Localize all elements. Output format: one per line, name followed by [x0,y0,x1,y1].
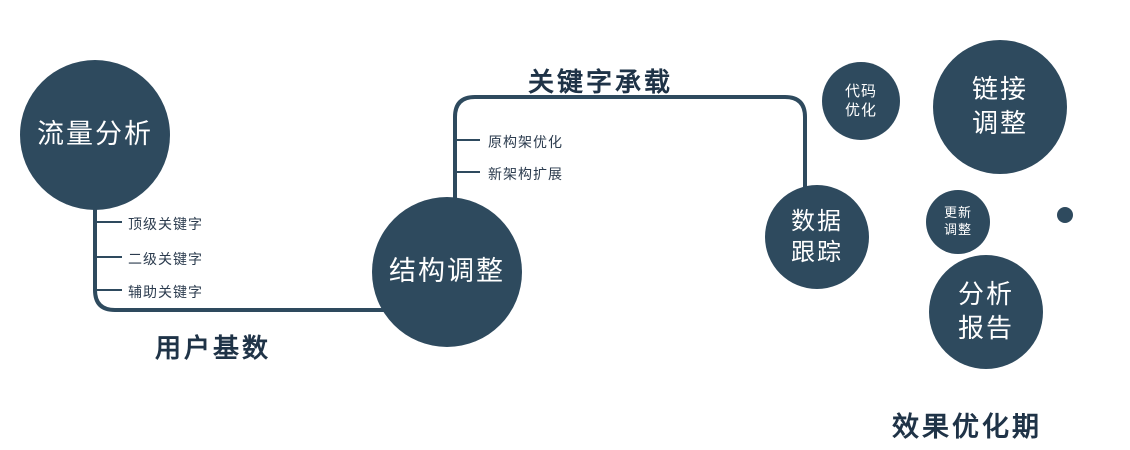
edge-label-user-base: 用户基数 [155,333,272,363]
node-code-optimize-line2: 优化 [844,102,877,119]
node-link-adjust: 链接 调整 [933,40,1067,174]
node-analysis-report-line2: 报告 [957,313,1014,343]
small-dot-marker [1057,207,1073,223]
node-link-adjust-line2: 调整 [971,108,1028,138]
node-update-adjust: 更新 调整 [926,190,990,254]
node-data-tracking: 数据 跟踪 [765,185,869,289]
branch-label-auxiliary-keywords: 辅助关键字 [128,284,203,300]
node-code-optimize: 代码 优化 [822,62,900,140]
node-link-adjust-line1: 链接 [971,74,1028,105]
node-structure-adjust-label: 结构调整 [389,256,505,287]
node-update-adjust-line2: 调整 [943,222,972,237]
branch-ticks-mid [455,139,480,173]
edge-traffic-to-structure [93,195,400,312]
branch-label-new-arch: 新架构扩展 [488,166,563,182]
node-structure-adjust: 结构调整 [372,197,522,347]
branch-label-top-keywords: 顶级关键字 [128,216,203,232]
edge-label-keyword-carry: 关键字承载 [528,67,674,97]
branch-label-original-arch: 原构架优化 [488,134,563,150]
node-analysis-report: 分析 报告 [929,255,1043,369]
node-data-tracking-line2: 跟踪 [791,239,843,266]
footer-caption: 效果优化期 [892,412,1042,442]
branch-label-secondary-keywords: 二级关键字 [128,251,203,267]
edge-structure-to-tracking [453,95,807,210]
node-code-optimize-line1: 代码 [844,82,877,100]
node-analysis-report-line1: 分析 [957,279,1014,310]
node-traffic-analysis-label: 流量分析 [37,119,153,150]
node-data-tracking-line1: 数据 [791,207,843,235]
node-update-adjust-line1: 更新 [943,205,972,221]
node-traffic-analysis: 流量分析 [20,60,170,210]
branch-ticks-left [95,221,122,291]
